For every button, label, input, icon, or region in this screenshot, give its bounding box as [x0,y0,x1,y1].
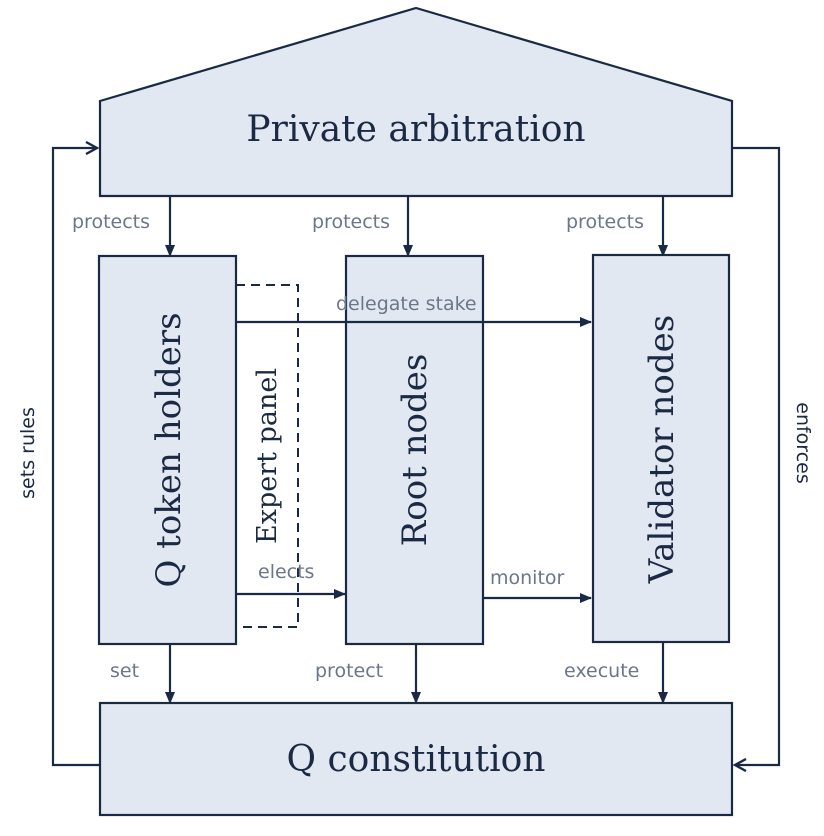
edge-label-delegate-stake: delegate stake [336,293,477,315]
edge-elects: elects [236,561,346,599]
validator-nodes-label: Validator nodes [642,315,682,584]
expert-panel-node: Expert panel [235,284,299,628]
q-constitution-label: Q constitution [287,739,546,780]
edge-sets-rules: sets rules [17,148,100,767]
root-nodes-node: Root nodes [344,254,485,646]
edge-protects-root-nodes: protects [312,196,413,257]
edge-set: set [110,644,175,704]
edge-monitor: monitor [483,567,592,603]
validator-nodes-node: Validator nodes [591,253,731,644]
private-arbitration-node: Private arbitration [98,6,734,198]
edge-protects-q-token-holders: protects [72,196,175,257]
edge-protects-validator-nodes: protects [566,196,668,257]
edge-enforces: enforces [732,146,814,765]
edge-label-monitor: monitor [490,567,565,589]
root-nodes-label: Root nodes [395,354,435,547]
edge-label-protects: protects [566,211,644,233]
q-constitution-node: Q constitution [98,701,734,817]
edge-protect: protect [315,644,421,704]
q-token-holders-label: Q token holders [149,312,189,587]
edge-label-protect: protect [315,660,383,682]
q-token-holders-node: Q token holders [97,254,238,646]
edge-label-protects: protects [312,211,390,233]
edge-execute: execute [564,642,668,704]
private-arbitration-label: Private arbitration [246,109,585,150]
edge-delegate-stake: delegate stake [236,293,592,327]
edge-label-enforces: enforces [792,402,814,483]
expert-panel-label: Expert panel [252,368,283,544]
edge-label-protects: protects [72,211,150,233]
edge-label-execute: execute [564,660,639,682]
edge-label-sets-rules: sets rules [17,407,39,499]
edge-label-set: set [110,660,139,682]
edge-label-elects: elects [258,561,314,583]
